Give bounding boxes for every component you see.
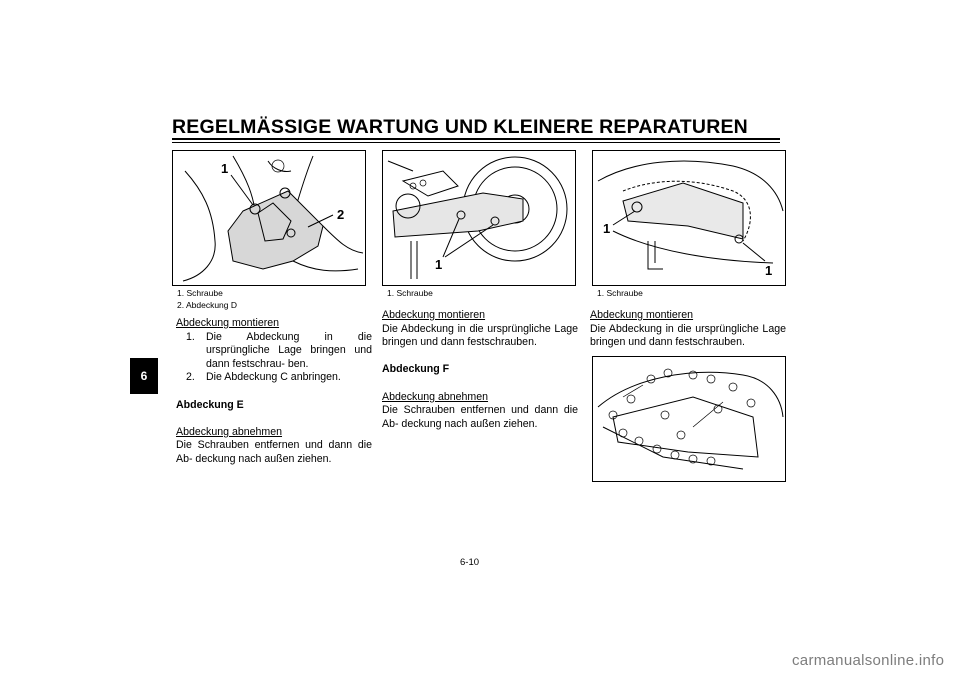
engine-cover-circle: [395, 193, 421, 219]
screw-marker-icon: [706, 374, 716, 384]
fig1-frame-line: [182, 170, 216, 282]
screw-marker-icon: [660, 410, 670, 420]
callout-1: 1: [603, 221, 610, 236]
header-rule-thick: [172, 138, 780, 140]
list-number: 2.: [186, 371, 195, 384]
section-heading-cover-e: Abdeckung E: [176, 398, 244, 411]
screw-icon: [631, 201, 643, 213]
figure-caption: 1. Schraube: [177, 288, 223, 298]
section-heading-cover-f: Abdeckung F: [382, 363, 450, 376]
fig2-detail-circle: [409, 182, 417, 190]
screw-icon: [734, 234, 744, 244]
header-rule-thin: [172, 142, 780, 143]
screw-marker-icon: [646, 374, 656, 384]
screw-icon: [249, 203, 261, 215]
screw-marker-icon: [663, 368, 673, 378]
figure-1-cover-d: 1 2: [172, 150, 366, 286]
callout-leader: [742, 242, 766, 262]
cover-d-shape: [227, 190, 324, 270]
callout-leader: [612, 210, 636, 226]
list-item: 2. Die Abdeckung C anbringen.: [176, 371, 372, 385]
heading-remove-cover: Abdeckung abnehmen: [382, 390, 489, 403]
screw-icon: [456, 210, 466, 220]
cover-f-shape: [622, 182, 744, 240]
page-title: REGELMÄSSIGE WARTUNG UND KLEINERE REPARA…: [172, 116, 748, 138]
heading-install-cover: Abdeckung montieren: [382, 309, 486, 321]
callout-2: 2: [337, 207, 344, 222]
cover-f-dashed-outline: [622, 180, 751, 242]
stand-line: [647, 241, 663, 270]
screw-marker-icon: [652, 444, 662, 454]
screw-marker-icon: [608, 410, 618, 420]
callout-leader: [444, 224, 494, 258]
callout-leader: [442, 218, 460, 258]
list-text: Die Abdeckung C anbringen.: [206, 371, 341, 384]
screw-marker-icon: [706, 456, 716, 466]
callout-1: 1: [221, 161, 228, 176]
fig4-arrow-line: [622, 384, 644, 398]
heading-install-cover: Abdeckung montieren: [590, 309, 694, 321]
fig2-frame-line: [387, 160, 414, 172]
fig4-frame-line: [602, 426, 744, 470]
fig1-detail-line: [267, 160, 292, 172]
screw-marker-icon: [728, 382, 738, 392]
column-1-text: Abdeckung montieren 1. Die Abdeckung in …: [176, 317, 372, 467]
list-item: 1. Die Abdeckung in die ursprüngliche La…: [176, 331, 372, 372]
figure-2-illustration: 1: [387, 156, 568, 279]
cover-d-cutout: [257, 202, 292, 242]
fig4-body-line: [597, 371, 784, 418]
screw-marker-icon: [688, 370, 698, 380]
screw-marker-icon: [746, 398, 756, 408]
fig1-frame-line: [292, 260, 359, 272]
list-number: 1.: [186, 330, 195, 343]
callout-1: 1: [435, 257, 442, 272]
figure-2-cover-e: 1: [382, 150, 576, 286]
figure-4-screw-layout: [592, 356, 786, 482]
fig1-frame-line: [322, 225, 364, 254]
figure-caption: 1. Schraube: [387, 288, 433, 298]
fig1-detail-circle: [271, 159, 285, 173]
paragraph: Die Schrauben entfernen und dann die Ab-…: [382, 404, 578, 430]
screw-marker-icon: [688, 454, 698, 464]
heading-remove-cover: Abdeckung abnehmen: [176, 425, 283, 438]
figure-1-illustration: 1 2: [182, 155, 364, 282]
fig3-frame-line: [612, 230, 774, 264]
heading-install-cover: Abdeckung montieren: [176, 317, 280, 329]
fig4-arrow-line: [692, 401, 724, 428]
footer-watermark: carmanualsonline.info: [792, 652, 945, 669]
paragraph: Die Abdeckung in die ursprüngliche Lage …: [590, 322, 786, 349]
paragraph: Die Schrauben entfernen und dann die Ab-…: [176, 439, 372, 465]
figure-caption: 2. Abdeckung D: [177, 300, 238, 310]
screw-marker-icon: [670, 450, 680, 460]
figure-4-illustration: [597, 368, 784, 470]
screw-icon: [279, 187, 291, 199]
callout-leader: [230, 174, 254, 206]
column-2-text: Abdeckung montieren Die Abdeckung in die…: [382, 309, 578, 431]
figure-caption: 1. Schraube: [597, 288, 643, 298]
screw-marker-icon: [676, 430, 686, 440]
callout-1: 1: [765, 263, 772, 278]
cover-e-shape: [392, 192, 524, 238]
screw-marker-icon: [634, 436, 644, 446]
screw-icon: [490, 216, 500, 226]
screw-marker-icon: [713, 404, 723, 414]
paragraph: Die Abdeckung in die ursprüngliche Lage …: [382, 322, 578, 349]
screw-marker-icon: [618, 428, 628, 438]
fig2-detail-circle: [419, 179, 427, 187]
chapter-tab: 6: [130, 358, 158, 394]
screw-icon: [286, 228, 296, 238]
callout-leader: [307, 214, 334, 228]
fig4-cover-outline: [612, 396, 759, 458]
figure-3-cover-f: 1 1: [592, 150, 786, 286]
fig3-body-line: [597, 160, 784, 212]
page-number: 6-10: [460, 557, 480, 568]
figure-3-illustration: 1 1: [597, 160, 784, 278]
screw-marker-icon: [626, 394, 636, 404]
fig2-frame-part: [401, 170, 459, 197]
column-3-text: Abdeckung montieren Die Abdeckung in die…: [590, 309, 786, 350]
list-text: Die Abdeckung in die ursprüngliche Lage …: [206, 330, 372, 370]
